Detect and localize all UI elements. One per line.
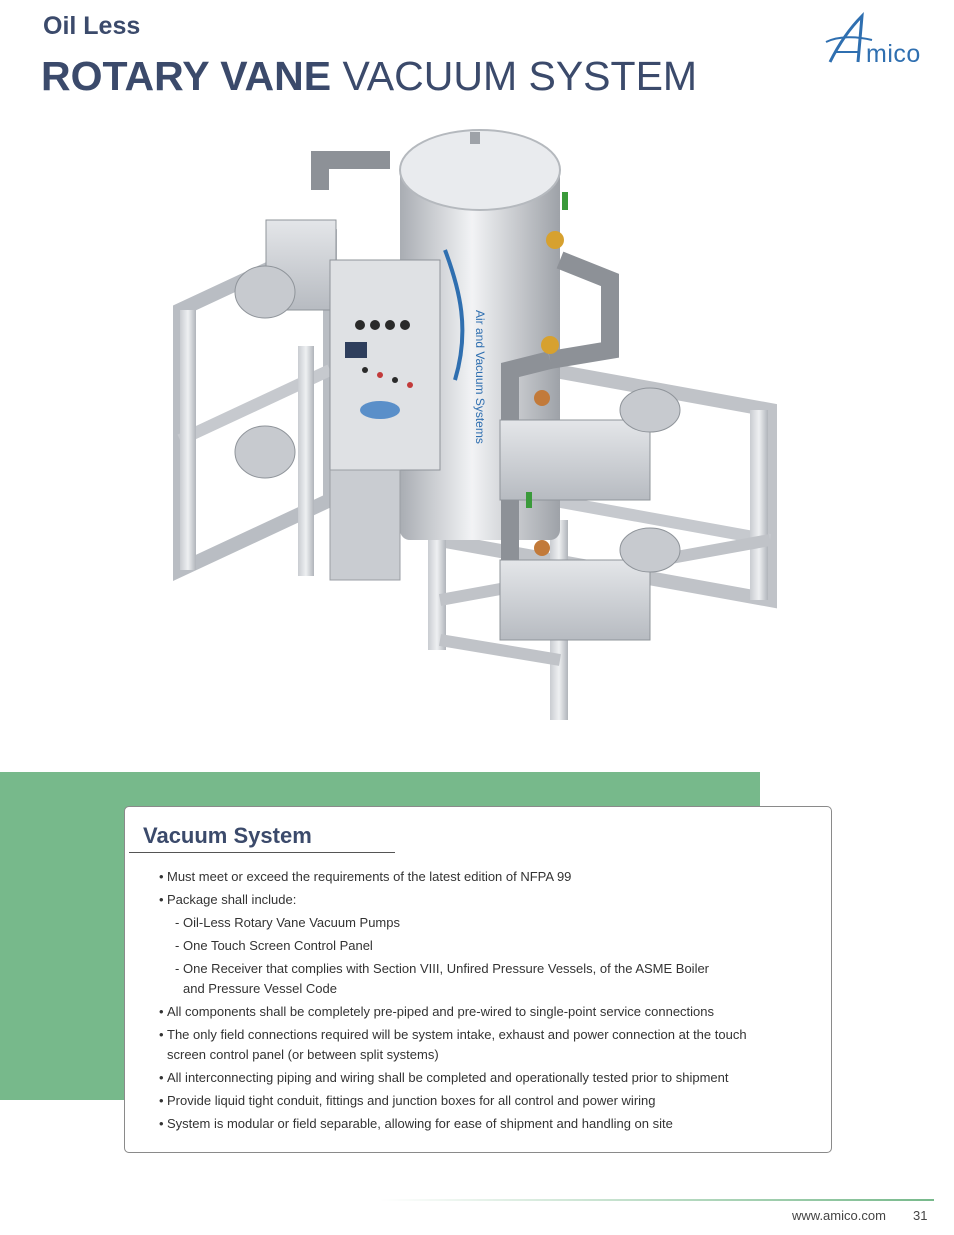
amico-logo-mark bbox=[825, 12, 873, 63]
list-item-text: One Touch Screen Control Panel bbox=[183, 938, 373, 953]
vacuum-pump-top bbox=[499, 387, 681, 501]
list-item-text: Oil-Less Rotary Vane Vacuum Pumps bbox=[183, 915, 400, 930]
bullet: • bbox=[159, 1116, 164, 1131]
tank-label: Air and Vacuum Systems bbox=[473, 310, 487, 444]
list-subitem: -Oil-Less Rotary Vane Vacuum Pumps bbox=[159, 913, 799, 933]
list-item-text: System is modular or field separable, al… bbox=[167, 1116, 673, 1131]
list-item-text: All interconnecting piping and wiring sh… bbox=[167, 1070, 729, 1085]
list-item-text: The only field connections required will… bbox=[167, 1027, 747, 1062]
vacuum-pump-left bbox=[234, 219, 337, 479]
heading-rule bbox=[129, 852, 395, 853]
list-item-text: Must meet or exceed the requirements of … bbox=[167, 869, 572, 884]
list-item-text: All components shall be completely pre-p… bbox=[167, 1004, 715, 1019]
footer-rule bbox=[380, 1199, 934, 1201]
title-bold: ROTARY VANE bbox=[41, 53, 332, 99]
bullet: • bbox=[159, 1027, 164, 1042]
amico-logo: mico bbox=[822, 12, 932, 68]
list-item: •Must meet or exceed the requirements of… bbox=[159, 867, 799, 887]
list-subitem: -One Receiver that complies with Section… bbox=[159, 959, 719, 999]
list-item-text: Package shall include: bbox=[167, 892, 297, 907]
title-light: VACUUM SYSTEM bbox=[331, 53, 698, 99]
list-item: •Package shall include: bbox=[159, 890, 799, 910]
page-number: 31 bbox=[913, 1208, 928, 1223]
list-item: •All components shall be completely pre-… bbox=[159, 1002, 799, 1022]
spec-box: Vacuum System •Must meet or exceed the r… bbox=[124, 806, 832, 1153]
list-subitem: -One Touch Screen Control Panel bbox=[159, 936, 799, 956]
list-item: •Provide liquid tight conduit, fittings … bbox=[159, 1091, 799, 1111]
bullet: • bbox=[159, 1004, 164, 1019]
page-title: ROTARY VANE VACUUM SYSTEM bbox=[41, 52, 697, 100]
list-item-text: Provide liquid tight conduit, fittings a… bbox=[167, 1093, 656, 1108]
bullet: • bbox=[159, 869, 164, 884]
bullet: • bbox=[159, 1070, 164, 1085]
vacuum-pump-bottom bbox=[499, 527, 681, 641]
bullet: • bbox=[159, 892, 164, 907]
product-illustration: Air and Vacuum Systems bbox=[173, 129, 777, 720]
logo-text: mico bbox=[866, 40, 921, 68]
list-item: •All interconnecting piping and wiring s… bbox=[159, 1068, 799, 1088]
dash: - bbox=[175, 915, 180, 930]
dash: - bbox=[175, 961, 180, 976]
footer-url-link[interactable]: www.amico.com bbox=[792, 1208, 886, 1223]
list-item: •The only field connections required wil… bbox=[159, 1025, 777, 1065]
list-item: •System is modular or field separable, a… bbox=[159, 1114, 799, 1134]
control-panel bbox=[329, 259, 441, 471]
section-heading: Vacuum System bbox=[143, 823, 312, 848]
list-item-text: One Receiver that complies with Section … bbox=[183, 961, 710, 996]
spec-list: •Must meet or exceed the requirements of… bbox=[159, 867, 799, 1137]
page-subtitle: Oil Less bbox=[43, 12, 141, 40]
bullet: • bbox=[159, 1093, 164, 1108]
dash: - bbox=[175, 938, 180, 953]
